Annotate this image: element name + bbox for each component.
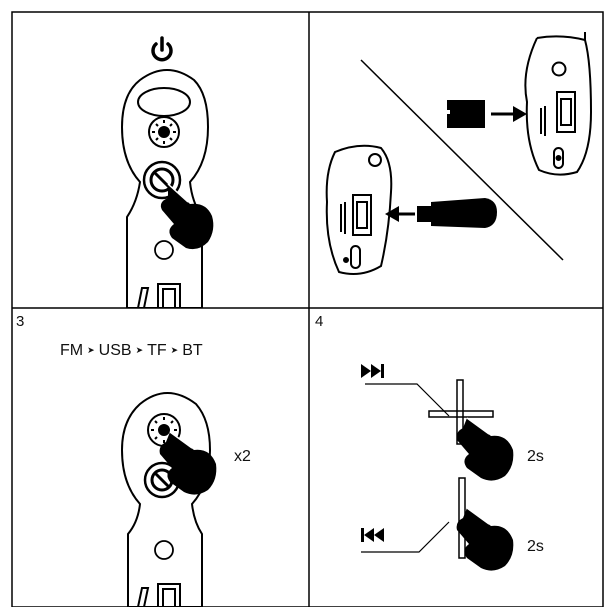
hold-duration-prev: 2s	[527, 538, 544, 555]
step-number: 4	[315, 313, 324, 330]
pressing-finger-icon	[456, 507, 514, 571]
charging-port-icon	[137, 283, 181, 308]
plus-button-icon	[428, 379, 494, 445]
press-count: x2	[234, 448, 251, 465]
panel-2-illustration	[325, 32, 593, 275]
panel-1-illustration	[120, 36, 214, 308]
step-number: 3	[16, 313, 25, 330]
mode-fm: FM	[60, 342, 84, 359]
mode-sequence: FM➤USB➤TF➤BT	[60, 342, 203, 360]
callout-line	[361, 521, 450, 553]
panel-insert-media	[309, 12, 603, 308]
panel-mode-switch: 3 FM➤USB➤TF➤BT	[12, 308, 309, 607]
speaker-device	[120, 69, 210, 308]
sequence-arrow-icon: ➤	[135, 345, 144, 355]
power-knob-icon	[143, 461, 181, 499]
power-icon	[151, 36, 173, 62]
speaker-hole-icon	[154, 540, 174, 560]
arrow-right-icon	[491, 106, 527, 122]
tf-card-icon	[447, 100, 485, 128]
divider-line	[360, 59, 564, 261]
mode-bt: BT	[182, 342, 203, 359]
mode-button-icon	[148, 116, 180, 148]
charging-port-icon	[137, 583, 181, 607]
usb-drive-icon	[417, 198, 497, 228]
mode-tf: TF	[147, 342, 167, 359]
speaker-hole-icon	[154, 240, 174, 260]
panel-track-control: 4	[309, 308, 603, 607]
hold-duration-next: 2s	[527, 448, 544, 465]
pressing-finger-icon	[159, 431, 217, 495]
pressing-finger-icon	[160, 183, 214, 250]
device-side-view	[325, 144, 393, 275]
callout-line	[365, 383, 450, 417]
arrow-left-icon	[385, 206, 415, 222]
panel-4-illustration	[361, 364, 514, 571]
panel-power-on	[12, 12, 309, 308]
previous-track-icon	[361, 528, 384, 542]
sequence-arrow-icon: ➤	[170, 345, 179, 355]
pressing-finger-icon	[456, 417, 514, 481]
mode-usb: USB	[98, 342, 132, 359]
next-track-icon	[361, 364, 384, 378]
sequence-arrow-icon: ➤	[87, 345, 95, 355]
device-top-view	[524, 32, 593, 176]
panel-3-illustration	[120, 392, 217, 607]
power-knob-icon	[142, 160, 182, 200]
